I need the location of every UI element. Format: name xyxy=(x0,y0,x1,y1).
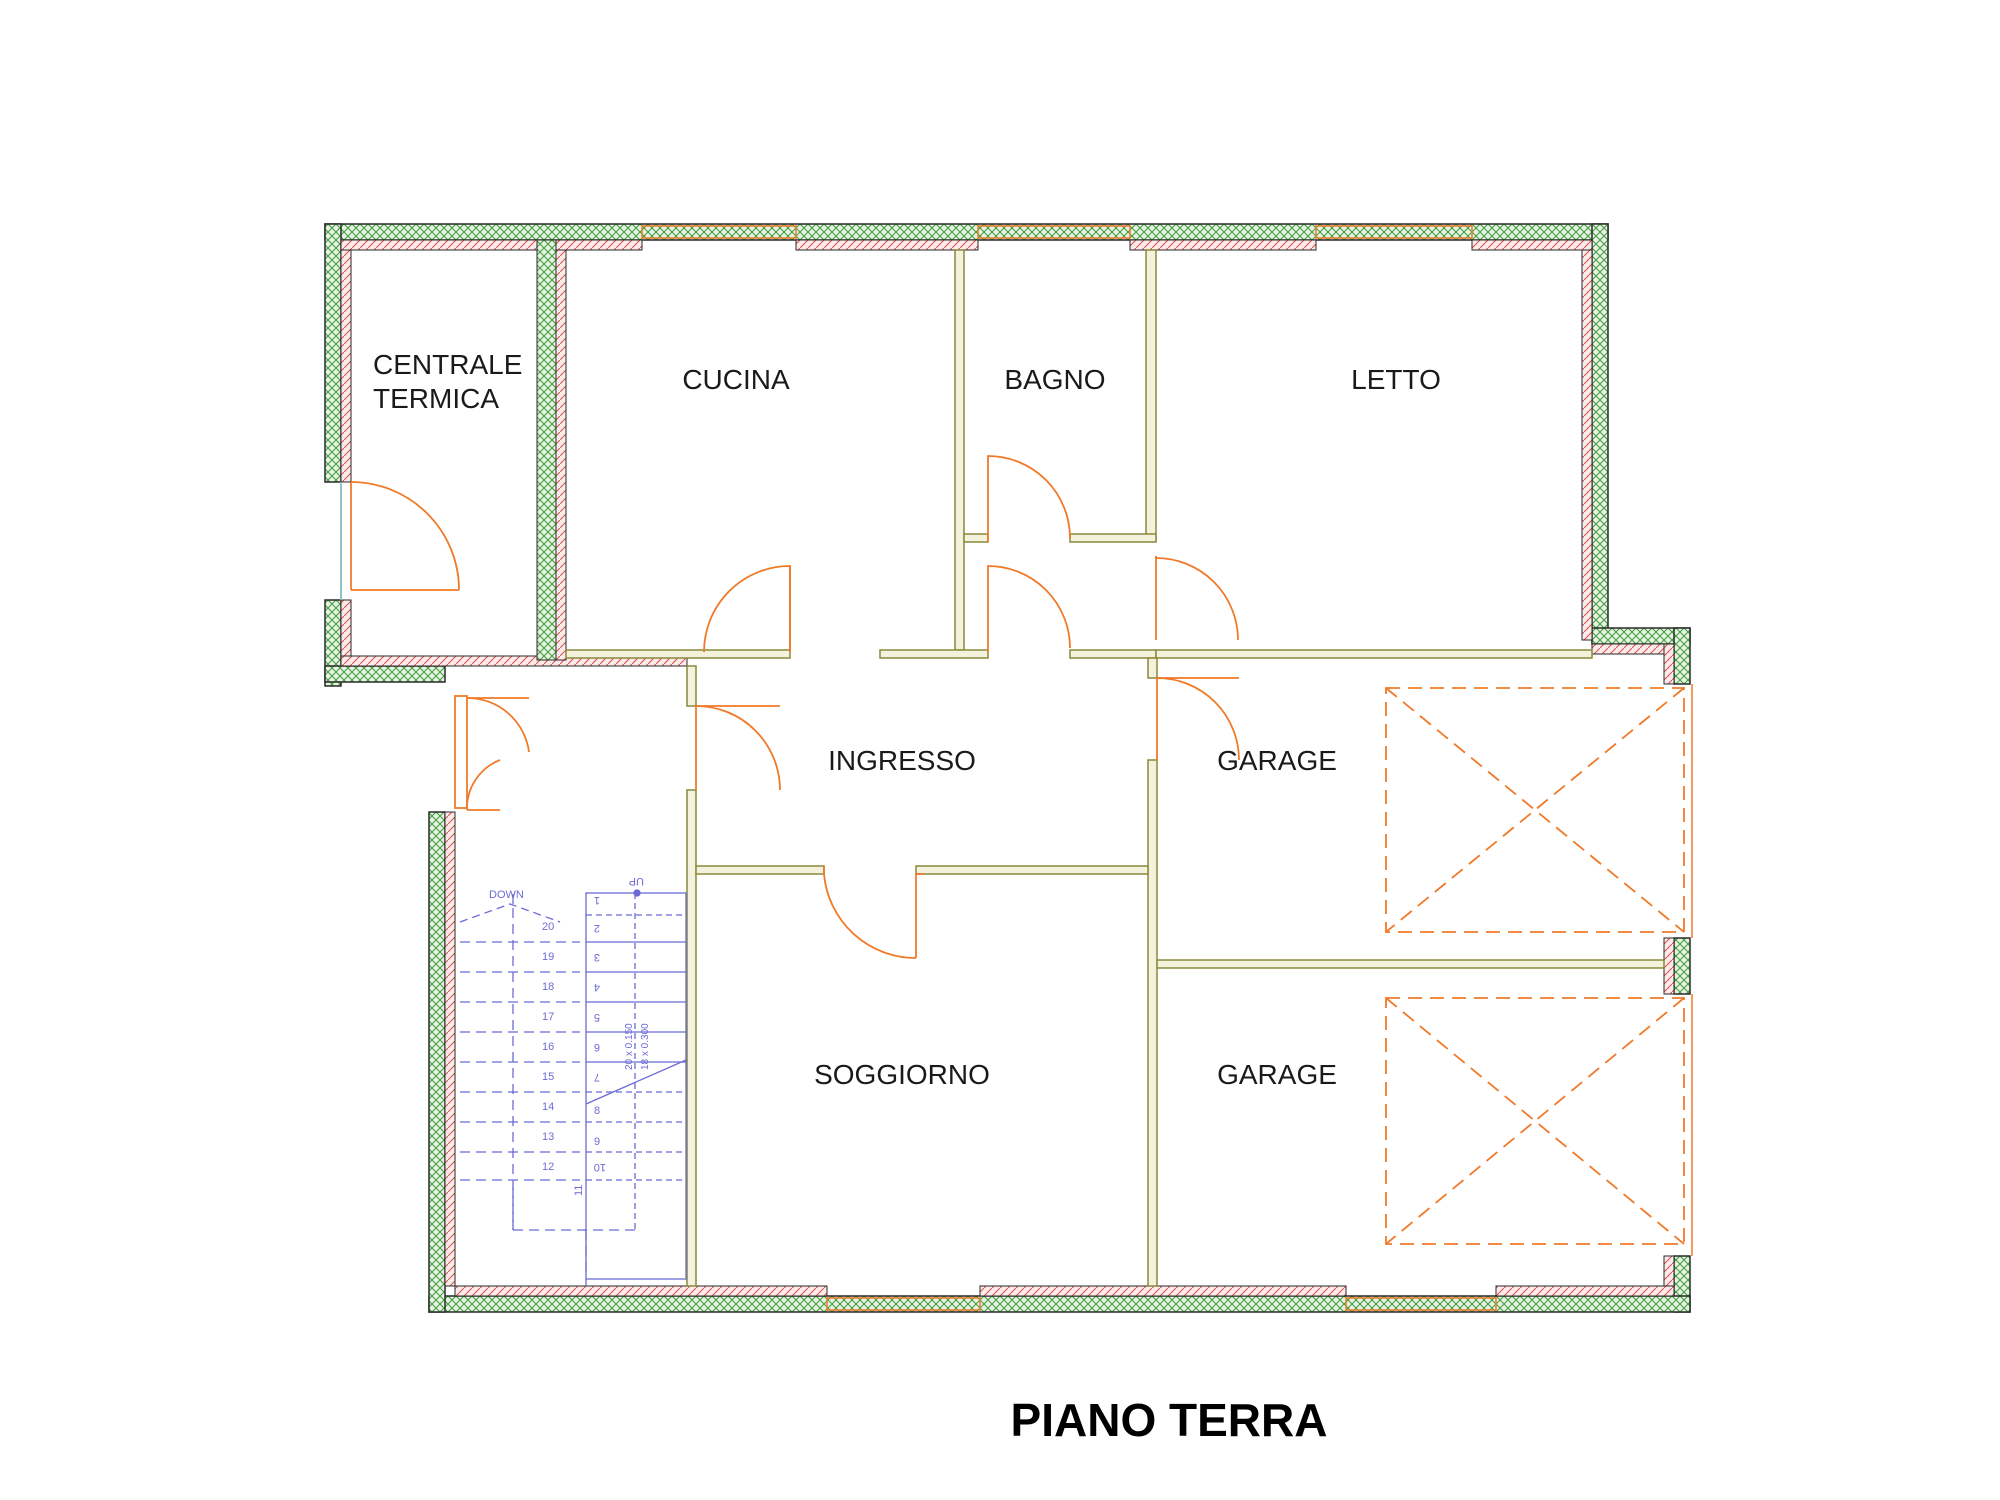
stair-step-number: 18 xyxy=(542,981,554,993)
stair-step-number: 20 xyxy=(542,921,554,933)
stair-step-number: 10 xyxy=(594,1161,606,1173)
stair-dimension-2: 18 x 0.300 xyxy=(640,1023,651,1070)
floor-title: PIANO TERRA xyxy=(1011,1394,1328,1446)
stair-step-number: 6 xyxy=(594,1041,600,1053)
room-labels: CENTRALE TERMICA CUCINA BAGNO LETTO INGR… xyxy=(373,349,1441,1090)
stair-dimension-1: 20 x 0.150 xyxy=(624,1023,635,1070)
room-label-centrale-termica: CENTRALE xyxy=(373,349,522,380)
room-label-ingresso: INGRESSO xyxy=(828,745,976,776)
stair-step-number: 3 xyxy=(594,951,600,963)
stair-step-number: 1 xyxy=(594,894,600,906)
stair-step-number: 12 xyxy=(542,1161,554,1173)
stair-right-step-numbers: 1 2 3 4 5 6 7 8 9 10 11 xyxy=(573,894,606,1196)
room-label-letto: LETTO xyxy=(1351,364,1441,395)
windows xyxy=(641,225,1693,1311)
stair-step-number: 15 xyxy=(542,1071,554,1083)
stair-step-number: 4 xyxy=(594,981,600,993)
staircase xyxy=(459,889,687,1286)
garage-car-outline-2 xyxy=(1385,997,1685,1245)
stair-down-label: DOWN xyxy=(489,889,524,901)
stair-step-number: 17 xyxy=(542,1011,554,1023)
stair-step-number: 5 xyxy=(594,1011,600,1023)
stair-step-number: 14 xyxy=(542,1101,554,1113)
room-label-cucina: CUCINA xyxy=(682,364,790,395)
stair-step-number: 8 xyxy=(594,1105,600,1117)
room-label-garage-1: GARAGE xyxy=(1217,745,1337,776)
interior-partitions xyxy=(536,239,1665,1287)
stair-left-step-numbers: 20 19 18 17 16 15 14 13 12 xyxy=(542,921,554,1173)
inner-linings xyxy=(340,239,1675,1297)
stair-step-number: 19 xyxy=(542,951,554,963)
stair-step-number: 9 xyxy=(594,1136,600,1148)
stair-step-number: 11 xyxy=(573,1185,585,1196)
garage-car-outline-1 xyxy=(1385,687,1685,933)
room-label-centrale-termica-2: TERMICA xyxy=(373,383,499,414)
room-label-garage-2: GARAGE xyxy=(1217,1059,1337,1090)
stair-step-number: 2 xyxy=(594,922,600,934)
stair-step-number: 7 xyxy=(594,1071,600,1083)
doors xyxy=(340,455,1240,959)
stair-step-number: 13 xyxy=(542,1131,554,1143)
room-label-soggiorno: SOGGIORNO xyxy=(814,1059,990,1090)
room-label-bagno: BAGNO xyxy=(1004,364,1105,395)
stair-up-label: UP xyxy=(629,875,644,887)
stair-step-number: 16 xyxy=(542,1041,554,1053)
